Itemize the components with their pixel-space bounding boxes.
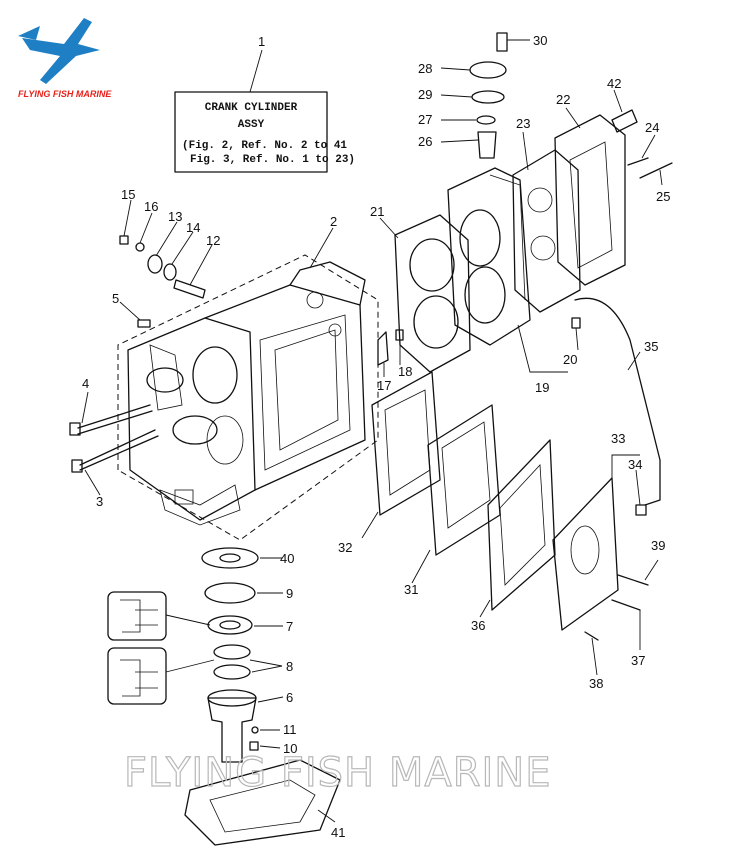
assy-boundary [117,254,379,541]
title-line4: Fig. 3, Ref. No. 1 to 23) [190,154,355,166]
callout-11: 11 [283,722,297,737]
brand-name: FLYING FISH MARINE [18,89,112,99]
parts-12-16 [119,235,206,299]
callout-15: 15 [121,187,135,202]
fin-icon [18,26,40,40]
callout-2: 2 [330,214,337,229]
callout-5: 5 [112,291,119,306]
callout-numbers: 1 2 3 4 5 6 7 8 9 10 11 12 13 14 15 16 1… [82,33,670,840]
watermark-text: FLYING FISH MARINE [124,750,552,796]
callout-22: 22 [556,92,570,107]
callout-26: 26 [418,134,432,149]
callout-24: 24 [645,120,659,135]
callout-17: 17 [377,378,391,393]
fitting-20 [571,317,581,329]
callout-12: 12 [206,233,220,248]
bolt-39 [617,574,649,586]
callout-8: 8 [286,659,293,674]
callout-28: 28 [418,61,432,76]
callout-40: 40 [280,551,294,566]
cylinder-head-19 [447,167,531,346]
dowel-pin [137,319,151,328]
callout-35: 35 [644,339,658,354]
callout-7: 7 [286,619,293,634]
callout-32: 32 [338,540,352,555]
callout-4: 4 [82,376,89,391]
callout-3: 3 [96,494,103,509]
callout-10: 10 [283,741,297,756]
callout-9: 9 [286,586,293,601]
hose-35 [574,297,661,506]
callout-31: 31 [404,582,418,597]
callout-37: 37 [631,653,645,668]
gasket-36 [487,439,556,611]
callout-30: 30 [533,33,547,48]
callout-19: 19 [535,380,549,395]
callout-38: 38 [589,676,603,691]
callout-33: 33 [611,431,625,446]
seal-detail-inset [107,591,167,641]
title-line2: ASSY [238,119,265,131]
sender-42 [611,109,638,133]
exhaust-cover-33 [552,477,619,631]
bracket-17 [377,331,389,366]
bolt-25 [639,162,673,179]
callout-34: 34 [628,457,642,472]
gasket-41 [184,759,341,846]
crankcase-block [127,261,366,526]
callout-1: 1 [258,34,265,49]
callout-14: 14 [186,220,200,235]
fish-logo-icon [22,18,100,84]
callout-6: 6 [286,690,293,705]
gasket-32 [371,371,441,516]
lower-seal-parts [201,547,259,763]
callout-21: 21 [370,204,384,219]
gasket-21 [394,214,471,373]
title-box: CRANK CYLINDER ASSY (Fig. 2, Ref. No. 2 … [174,49,355,173]
callout-18: 18 [398,364,412,379]
plate-31 [427,404,501,556]
callout-29: 29 [418,87,432,102]
brand-logo: FLYING FISH MARINE [18,18,112,99]
bolt-38 [584,631,599,641]
cover-22 [554,114,626,286]
title-line3: (Fig. 2, Ref. No. 2 to 41 [182,140,347,152]
callout-42: 42 [607,76,621,91]
callout-16: 16 [144,199,158,214]
leader-lines [81,39,663,823]
callout-23: 23 [516,116,530,131]
bolt-4 [69,404,153,436]
screw-34 [635,504,647,516]
callout-20: 20 [563,352,577,367]
callout-39: 39 [651,538,665,553]
callout-13: 13 [168,209,182,224]
callout-25: 25 [656,189,670,204]
bolt-37 [611,599,641,611]
callout-41: 41 [331,825,345,840]
bolt-24 [627,157,649,166]
bolt-3 [71,429,159,473]
callout-27: 27 [418,112,432,127]
title-line1: CRANK CYLINDER [205,102,298,114]
thermostat-parts [469,32,508,159]
callout-36: 36 [471,618,485,633]
bearing-detail-inset [107,647,167,705]
